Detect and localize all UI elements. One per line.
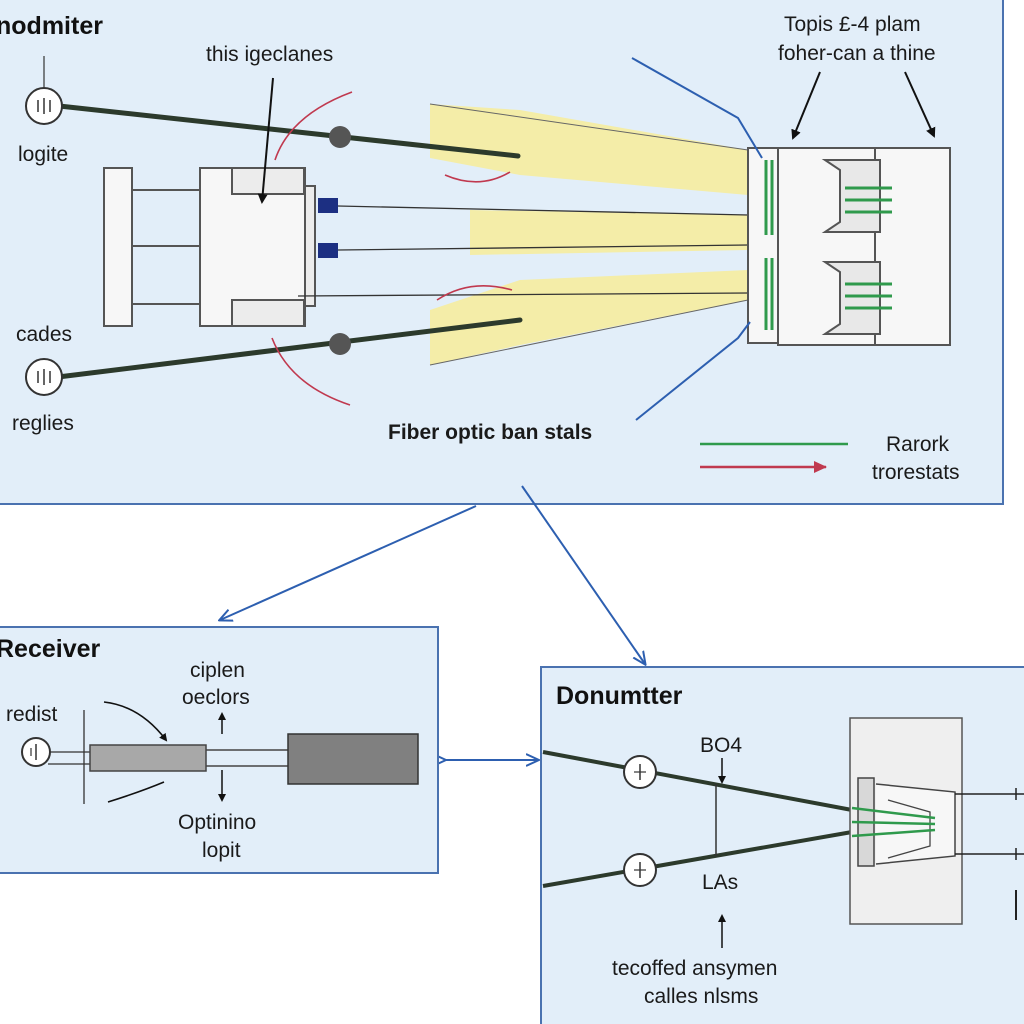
las-label: LAs [702,871,739,894]
connector-assembly [103,167,316,327]
legend-green-label: Rarork [886,433,950,456]
red-arcs [271,91,513,406]
logite-label: logite [18,143,69,166]
donumtter-panel-title: Donumtter [556,682,683,710]
bo4-label: BO4 [700,734,743,757]
ciplen-label: ciplen [190,659,245,682]
gauge-icon [25,358,63,396]
gauge-icon [623,853,657,887]
legend-red-label: trorestats [872,461,960,484]
black-arrows [257,71,936,204]
gauge-icon [623,755,657,789]
optinino-label: Optinino [178,811,257,834]
top-right-label-1: Topis £-4 plam [784,13,921,36]
signal-lines [297,205,749,297]
reglies-label: reglies [12,412,74,435]
donumtter-assembly [542,717,1024,948]
gauge-icon [21,737,51,767]
redist-label: redist [6,703,58,726]
receiver-panel-title: Receiver [0,635,101,663]
panel-connector-arrows [220,485,645,760]
cable-node-bottom [329,333,351,355]
gauge-icon [25,56,63,125]
cades-label: cades [16,323,73,346]
receiver-assembly [48,701,419,804]
bottom-label-1: tecoffed ansymen [612,957,778,980]
lopit-label: lopit [202,839,241,862]
bottom-label-2: calles nlsms [644,985,759,1008]
oeclors-label: oeclors [182,686,250,709]
fiber-cables [47,102,523,381]
cable-node-top [329,126,351,148]
port-blue-bottom [318,243,338,258]
blue-guide-lines [631,57,763,421]
fiber-label: Fiber optic ban stals [388,421,593,444]
receptacle-pins [764,160,892,330]
callout-label: this igeclanes [206,43,334,66]
receptacle [747,147,951,346]
top-right-label-2: foher-can a thine [778,42,936,65]
port-blue-top [318,198,338,213]
top-panel-title: nodmiter [0,12,103,40]
